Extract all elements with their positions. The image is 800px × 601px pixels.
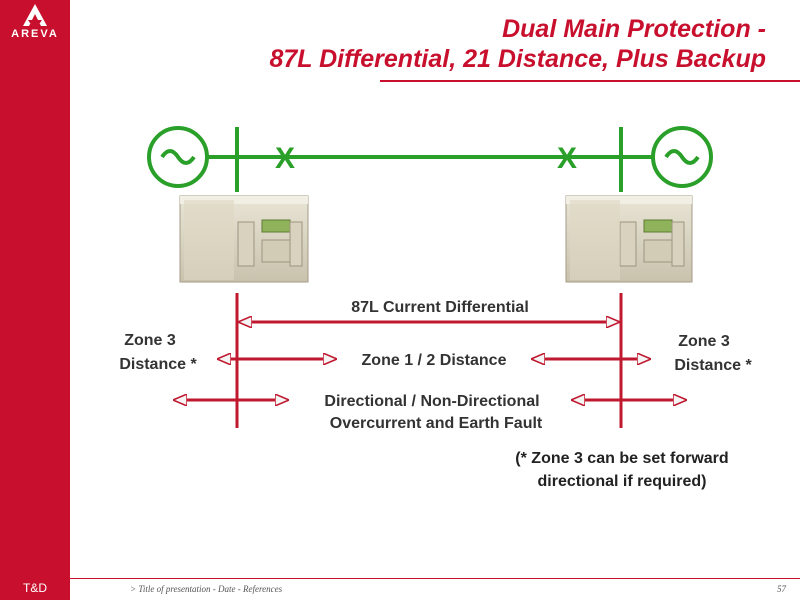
zone3-left-line1: Zone 3: [124, 332, 176, 349]
relay-right-icon: [565, 195, 693, 283]
logo-text: AREVA: [11, 28, 59, 40]
relay-left-icon: [179, 195, 309, 283]
breaker-left-icon: X: [275, 142, 295, 175]
sidebar-band: [0, 0, 70, 600]
footnote-line2: directional if required): [538, 473, 707, 490]
label-zone12: Zone 1 / 2 Distance: [362, 352, 507, 369]
footer-bar: [70, 578, 800, 601]
footnote-line1: (* Zone 3 can be set forward: [515, 450, 728, 467]
label-directional-line1: Directional / Non-Directional: [324, 393, 539, 410]
page-title: Dual Main Protection - 87L Differential,…: [270, 14, 767, 74]
areva-logo: AREVA: [0, 0, 70, 60]
title-line-1: Dual Main Protection -: [502, 15, 766, 43]
zone3-left-line2: Distance *: [119, 356, 197, 373]
title-line-2: 87L Differential, 21 Distance, Plus Back…: [269, 45, 767, 73]
zone3-right-line2: Distance *: [674, 357, 752, 374]
footer-reference-text: > Title of presentation - Date - Referen…: [130, 584, 283, 594]
label-87l: 87L Current Differential: [351, 299, 529, 316]
breaker-right-icon: X: [557, 142, 577, 175]
generator-right-icon: [651, 126, 713, 188]
title-divider: [380, 80, 800, 82]
generator-left-icon: [147, 126, 209, 188]
zone3-right-line1: Zone 3: [678, 333, 730, 350]
page-number: 57: [777, 584, 786, 594]
label-directional-line2: Overcurrent and Earth Fault: [330, 415, 543, 432]
areva-logo-icon: [23, 4, 47, 26]
footer-brand: T&D: [23, 581, 47, 595]
